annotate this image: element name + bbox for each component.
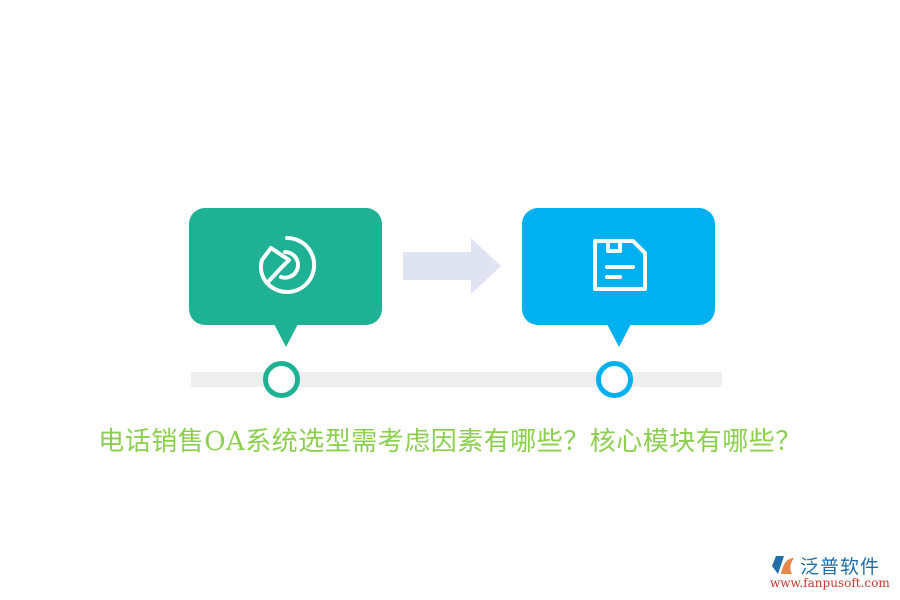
step-1-bubble [189, 208, 382, 347]
timeline-track [191, 372, 722, 387]
bubble-tail [606, 324, 631, 347]
timeline-node-1 [263, 361, 300, 398]
step-2-bubble [522, 208, 715, 347]
fanpu-logo-icon [772, 556, 794, 574]
bubble-tail [273, 324, 298, 347]
brand-name: 泛普软件 [800, 556, 881, 578]
brand-logo: 泛普软件 www.fanpusoft.com [770, 552, 895, 592]
arrow-right-icon [403, 238, 501, 294]
brand-url: www.fanpusoft.com [770, 576, 890, 590]
page-title: 电话销售OA系统选型需考虑因素有哪些？核心模块有哪些？ [98, 427, 802, 457]
chart-pie-icon [251, 230, 321, 304]
floppy-disk-icon [587, 233, 651, 301]
timeline-node-2 [596, 361, 633, 398]
